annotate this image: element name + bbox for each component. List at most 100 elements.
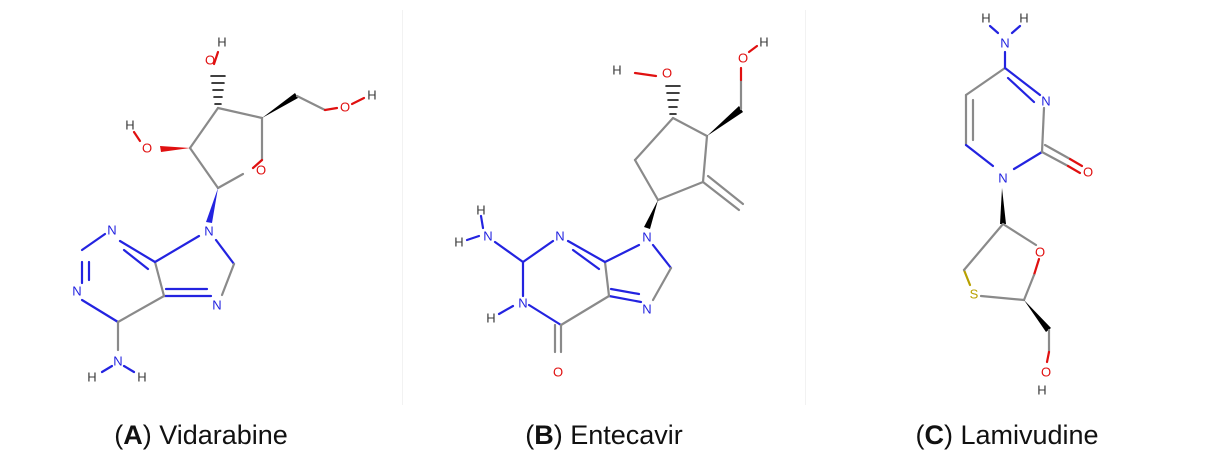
bond xyxy=(603,243,641,264)
atom-label: O xyxy=(142,141,152,156)
bond xyxy=(100,364,114,374)
wedge-bond xyxy=(644,200,658,229)
bond xyxy=(188,106,220,150)
atom-label: O xyxy=(256,163,266,178)
bond xyxy=(122,248,150,271)
atom-label: H xyxy=(217,35,226,50)
atom-label: H xyxy=(476,203,485,218)
atom-label: N xyxy=(113,354,122,369)
bond xyxy=(465,234,481,242)
bond xyxy=(988,24,1000,35)
atom-label: H xyxy=(1019,11,1028,26)
bond xyxy=(220,262,236,297)
wedge-bond xyxy=(160,146,190,152)
atom-label: N xyxy=(1041,94,1050,109)
panel-divider xyxy=(805,10,806,405)
wedge-bond xyxy=(1000,188,1006,224)
panel-lamivudine: H H N N O N O S O H (C) Lamivudine xyxy=(806,0,1208,454)
bond xyxy=(1006,76,1036,104)
atom-label: N xyxy=(212,298,221,313)
atom-label: N xyxy=(518,296,527,311)
bond xyxy=(559,294,611,327)
bond xyxy=(1012,150,1044,171)
panel-letter: C xyxy=(924,420,944,450)
bond xyxy=(609,287,641,296)
bond xyxy=(633,158,660,202)
atom-label: O xyxy=(1035,245,1045,260)
bond xyxy=(1043,143,1072,161)
bond xyxy=(651,243,673,270)
atom-label: N xyxy=(998,171,1007,186)
bond xyxy=(527,303,563,327)
atom-label: O xyxy=(738,51,748,66)
wedge-bond xyxy=(707,106,743,136)
wedge-bond xyxy=(206,188,218,223)
hashed-bond xyxy=(665,85,681,115)
wedge-bond xyxy=(262,93,298,118)
bond xyxy=(323,106,339,112)
bond xyxy=(633,71,658,78)
atom-label: N xyxy=(555,229,564,244)
bond xyxy=(1040,150,1070,168)
bond xyxy=(214,238,236,266)
bond xyxy=(571,248,601,271)
bond xyxy=(1003,66,1042,97)
bond xyxy=(80,298,120,324)
bond xyxy=(964,66,1007,97)
bond xyxy=(295,94,327,112)
atom-label: H xyxy=(981,11,990,26)
bond xyxy=(706,174,745,206)
bond xyxy=(216,106,264,120)
bond xyxy=(566,239,607,264)
bond xyxy=(350,96,366,106)
bond xyxy=(1040,106,1046,154)
bond xyxy=(962,268,972,287)
panel-entecavir: H O H O H N H N N N N H O (B) Entecavir xyxy=(403,0,805,454)
bond xyxy=(962,222,1005,272)
bond xyxy=(1022,273,1036,302)
bond xyxy=(1032,257,1041,277)
bond xyxy=(979,294,1026,302)
compound-name: Vidarabine xyxy=(159,420,288,450)
bond xyxy=(153,260,166,298)
hashed-bond xyxy=(210,75,226,105)
atom-label: O xyxy=(340,100,350,115)
bond xyxy=(216,172,245,190)
compound-name: Entecavir xyxy=(570,420,683,450)
caption-vidarabine: (A) Vidarabine xyxy=(114,420,288,450)
atom-label: H xyxy=(125,118,134,133)
caption-lamivudine: (C) Lamivudine xyxy=(915,420,1099,450)
bond xyxy=(701,180,741,212)
bond xyxy=(1066,164,1082,175)
bond xyxy=(1068,157,1084,168)
atom-label: H xyxy=(367,88,376,103)
bond xyxy=(701,134,709,184)
atom-label: O xyxy=(1041,365,1051,380)
bond xyxy=(116,294,166,324)
bond xyxy=(671,116,709,138)
atom-label: N xyxy=(642,230,651,245)
bond xyxy=(479,214,485,230)
atom-label: O xyxy=(553,365,563,380)
atom-label: N xyxy=(204,224,213,239)
atom-label: H xyxy=(87,370,96,385)
bond xyxy=(122,364,136,374)
bond xyxy=(1010,24,1022,35)
atom-label: H xyxy=(486,311,495,326)
atom-label: O xyxy=(1083,165,1093,180)
bond xyxy=(521,239,555,264)
bond xyxy=(1045,350,1051,364)
atom-label: H xyxy=(137,370,146,385)
bond xyxy=(633,116,675,162)
atom-label: H xyxy=(612,63,621,78)
atom-label: H xyxy=(1037,383,1046,398)
bond xyxy=(212,50,220,66)
bond xyxy=(132,130,142,143)
bond xyxy=(493,240,525,264)
atom-label: O xyxy=(205,53,215,68)
bond xyxy=(651,266,673,302)
atom-label: S xyxy=(970,287,979,302)
atom-label: N xyxy=(107,223,116,238)
panel-letter: B xyxy=(534,420,554,450)
bond xyxy=(656,180,705,202)
